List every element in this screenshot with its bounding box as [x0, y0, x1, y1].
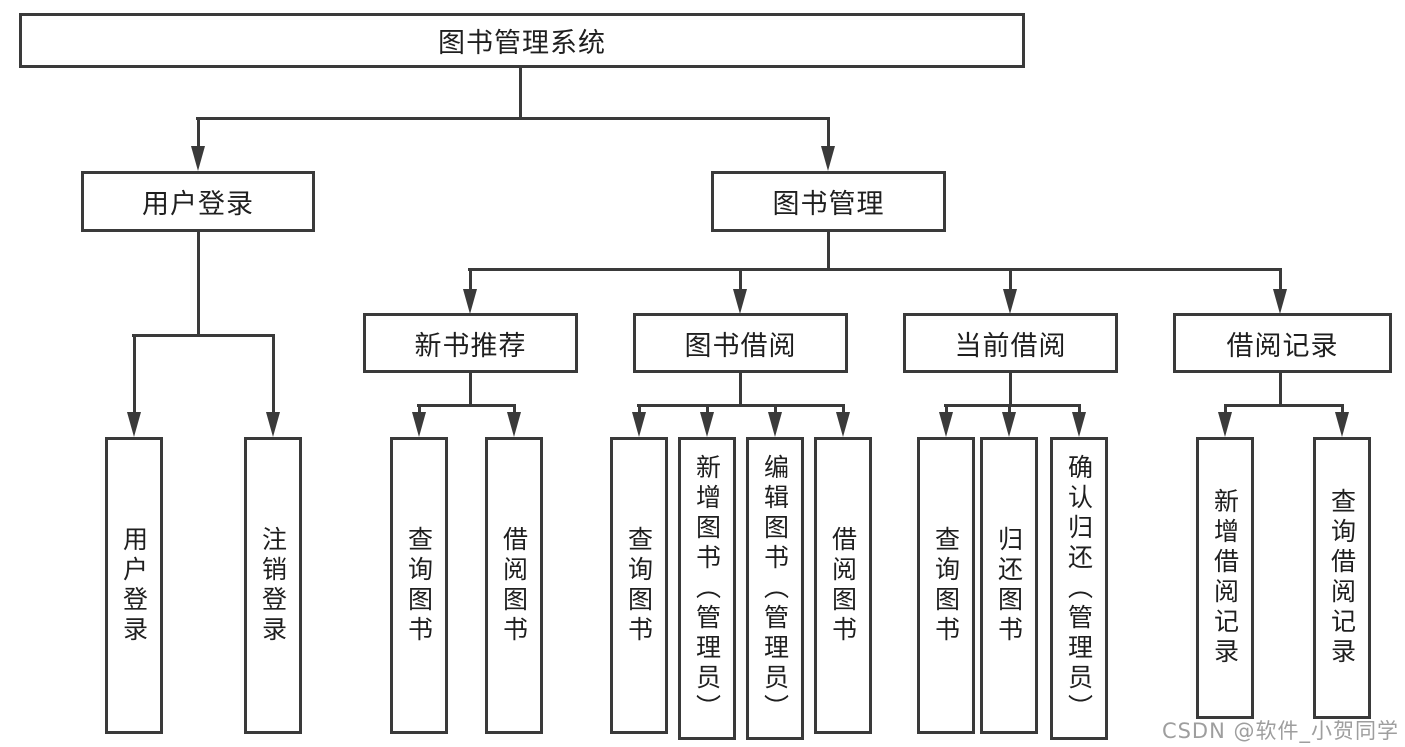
- connector-drop: [774, 404, 777, 415]
- node-label: 查询图书: [404, 525, 434, 646]
- arrow-down-icon: [733, 289, 747, 314]
- connector-stub: [827, 232, 830, 271]
- node-return-books: 归还图书: [980, 437, 1038, 734]
- watermark: CSDN @软件_小贺同学: [1161, 719, 1399, 743]
- node-current-borrow: 当前借阅: [903, 313, 1118, 373]
- node-user-login: 用户登录: [81, 171, 315, 232]
- arrow-down-icon: [1218, 412, 1232, 437]
- node-query-books-borrow: 查询图书: [610, 437, 668, 734]
- connector-bar: [637, 404, 845, 407]
- node-borrow-books: 借阅图书: [814, 437, 872, 734]
- connector-drop: [197, 117, 200, 148]
- node-label: 归还图书: [994, 525, 1024, 646]
- node-label: 编辑图书（管理员）: [760, 453, 790, 724]
- node-label: 查询图书: [624, 525, 654, 646]
- node-label: 确认归还（管理员）: [1064, 453, 1094, 724]
- connector-bar: [132, 334, 275, 337]
- arrow-down-icon: [700, 412, 714, 437]
- connector-bar: [417, 404, 516, 407]
- arrow-down-icon: [191, 146, 205, 171]
- connector-bar: [468, 268, 1282, 271]
- connector-drop: [1078, 404, 1081, 415]
- arrow-down-icon: [1273, 289, 1287, 314]
- node-borrow-records: 借阅记录: [1173, 313, 1392, 373]
- arrow-down-icon: [412, 412, 426, 437]
- node-book-management: 图书管理: [711, 171, 946, 232]
- connector-bar: [944, 404, 1081, 407]
- connector-stub: [197, 232, 200, 337]
- node-new-book-recommend: 新书推荐: [363, 313, 578, 373]
- connector-bar: [1224, 404, 1344, 407]
- connector-drop: [513, 404, 516, 415]
- connector-drop: [1008, 404, 1011, 415]
- connector-drop: [842, 404, 845, 415]
- node-query-borrow-record: 查询借阅记录: [1313, 437, 1371, 719]
- arrow-down-icon: [127, 412, 141, 437]
- connector-drop: [133, 334, 136, 414]
- arrow-down-icon: [1003, 289, 1017, 314]
- node-user-login-leaf: 用户登录: [105, 437, 163, 734]
- arrow-down-icon: [463, 289, 477, 314]
- node-query-books-recommend: 查询图书: [390, 437, 448, 734]
- node-logout: 注销登录: [244, 437, 302, 734]
- arrow-down-icon: [768, 412, 782, 437]
- node-label: 新书推荐: [414, 330, 527, 362]
- arrow-down-icon: [632, 412, 646, 437]
- node-label: 借阅记录: [1226, 330, 1339, 362]
- node-label: 用户登录: [119, 525, 149, 646]
- node-label: 用户登录: [142, 189, 254, 220]
- connector-drop: [945, 404, 948, 415]
- connector-stub: [739, 373, 742, 407]
- connector-drop: [827, 117, 830, 148]
- connector-drop: [272, 334, 275, 414]
- node-label: 借阅图书: [499, 525, 529, 646]
- node-add-books-admin: 新增图书（管理员）: [678, 437, 736, 740]
- node-label: 查询图书: [931, 525, 961, 646]
- connector-drop: [418, 404, 421, 415]
- arrow-down-icon: [1335, 412, 1349, 437]
- node-label: 新增借阅记录: [1210, 488, 1240, 668]
- connector-drop: [706, 404, 709, 415]
- connector-drop: [638, 404, 641, 415]
- node-edit-books-admin: 编辑图书（管理员）: [746, 437, 804, 740]
- node-book-borrow: 图书借阅: [633, 313, 848, 373]
- node-label: 图书借阅: [684, 330, 797, 362]
- arrow-down-icon: [1002, 412, 1016, 437]
- node-label: 新增图书（管理员）: [692, 453, 722, 724]
- connector-drop: [469, 268, 472, 292]
- connector-drop: [1224, 404, 1227, 415]
- node-root: 图书管理系统: [19, 13, 1025, 68]
- connector-stub: [1009, 373, 1012, 407]
- arrow-down-icon: [507, 412, 521, 437]
- node-label: 查询借阅记录: [1327, 488, 1357, 668]
- node-confirm-return-admin: 确认归还（管理员）: [1050, 437, 1108, 740]
- connector-bar: [196, 117, 830, 120]
- connector-stub: [1279, 373, 1282, 407]
- node-label: 图书管理系统: [438, 28, 606, 59]
- connector-stub: [469, 373, 472, 407]
- node-label: 当前借阅: [954, 330, 1067, 362]
- arrow-down-icon: [1072, 412, 1086, 437]
- connector-drop: [1341, 404, 1344, 415]
- node-label: 借阅图书: [828, 525, 858, 646]
- node-label: 图书管理: [772, 189, 885, 220]
- arrow-down-icon: [266, 412, 280, 437]
- connector-drop: [1009, 268, 1012, 292]
- connector-stub: [519, 68, 522, 119]
- connector-drop: [739, 268, 742, 292]
- node-query-books-current: 查询图书: [917, 437, 975, 734]
- node-add-borrow-record: 新增借阅记录: [1196, 437, 1254, 719]
- connector-drop: [1279, 268, 1282, 292]
- arrow-down-icon: [939, 412, 953, 437]
- arrow-down-icon: [821, 146, 835, 171]
- node-borrow-books-recommend: 借阅图书: [485, 437, 543, 734]
- node-label: 注销登录: [258, 525, 288, 646]
- arrow-down-icon: [836, 412, 850, 437]
